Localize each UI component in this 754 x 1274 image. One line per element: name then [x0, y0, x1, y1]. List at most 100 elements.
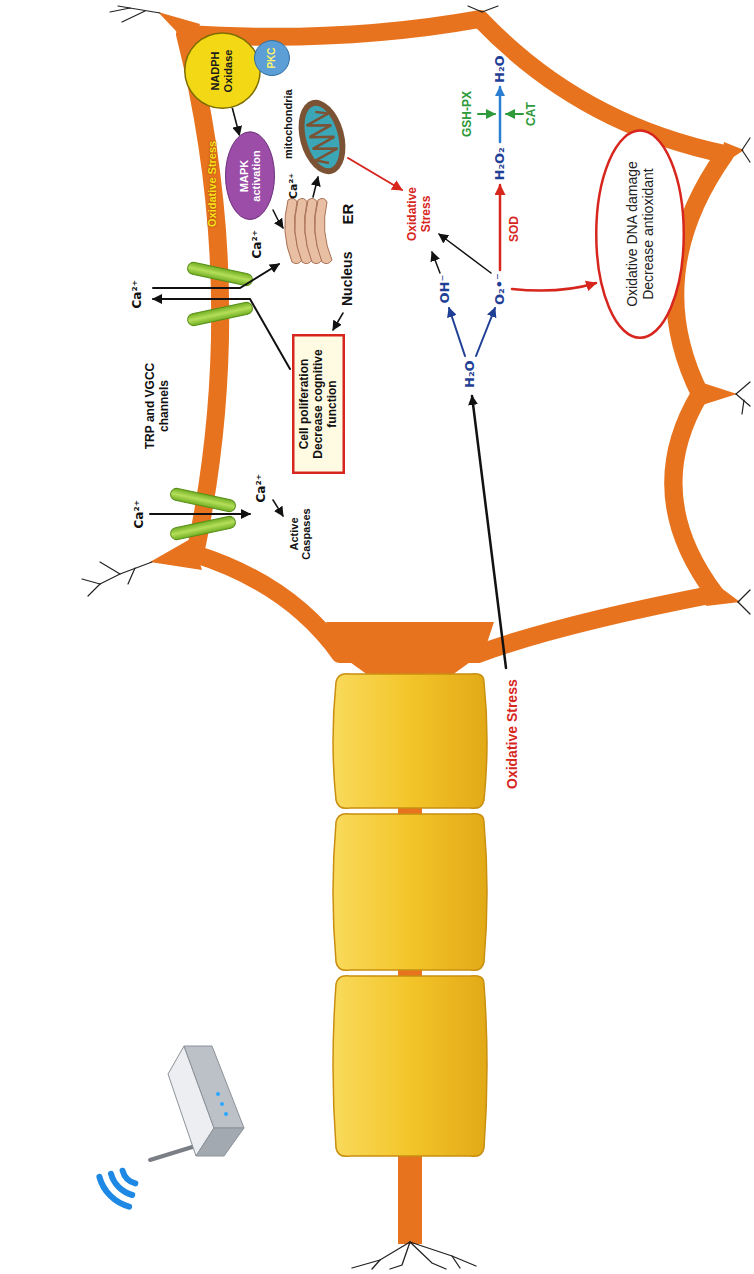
kinase-circle: PKC — [254, 40, 290, 76]
dendrite-branch — [738, 602, 750, 614]
ion-label: Ca²⁺ — [133, 500, 147, 529]
dendrite-spikes — [150, 10, 744, 606]
stress-label: Oxidative Stress — [504, 679, 520, 789]
ion-label: Ca²⁺ — [131, 280, 145, 309]
radical-arrow — [439, 234, 491, 273]
wifi-router — [99, 1046, 244, 1207]
node-shape — [226, 132, 275, 220]
axon-hillock — [326, 622, 494, 678]
effect-label: Active Caspases — [288, 503, 313, 565]
organelle-label: Nucleus — [339, 252, 355, 306]
organelle-label: mitochondria — [282, 89, 295, 159]
radical-arrow — [432, 252, 440, 273]
calcium-mito-arrow — [313, 177, 318, 197]
dendrite-branch — [482, 6, 498, 12]
dendrite — [720, 142, 744, 166]
node-outline — [184, 33, 261, 110]
cell-membrane — [185, 19, 725, 654]
terminal-branch — [352, 1242, 410, 1268]
router-front — [184, 1046, 244, 1128]
mito-cristae — [304, 109, 341, 166]
peroxide-arrow — [499, 87, 502, 142]
pathway-arrows — [150, 87, 596, 668]
calcium-influx-arrow — [150, 513, 250, 515]
ion-label: Ca²⁺ — [288, 173, 301, 199]
enzyme-arrow — [478, 113, 495, 115]
molecule-label: H₂O₂ — [493, 147, 508, 180]
channel-subunit — [186, 261, 253, 286]
dendrite-branch — [100, 562, 152, 584]
dendrite-branch — [128, 568, 135, 584]
router-led — [216, 1092, 220, 1096]
enzyme-label: GSH-PX — [461, 91, 475, 137]
dendrite-branch — [468, 6, 482, 12]
terminal-branch — [410, 1242, 476, 1266]
terminal-branch — [452, 1256, 460, 1268]
mapk-nucleus-arrow — [273, 210, 283, 228]
node-text: NADPH Oxidase — [209, 42, 234, 100]
dendrite-branch — [110, 8, 160, 13]
sod-arrow — [499, 185, 502, 270]
water-arrow — [476, 308, 495, 356]
molecule-label: H₂O — [463, 360, 478, 388]
dendrite-branch — [738, 590, 750, 602]
ion-label: Ca²⁺ — [251, 230, 265, 259]
wifi-wave — [99, 1177, 129, 1207]
membrane-label: Oxidative Stress — [206, 141, 219, 227]
dendrite-branch — [742, 138, 750, 150]
node-shape — [184, 33, 259, 108]
stress-label: Oxidative Stress — [406, 178, 434, 250]
enzyme-circle: NADPH Oxidase — [184, 33, 261, 110]
node-text: PKC — [266, 44, 278, 72]
channel-subunit — [169, 515, 236, 540]
router-side — [196, 1128, 244, 1156]
dendrite-branch — [736, 382, 750, 394]
dendrite — [150, 538, 202, 570]
myelin-segment — [333, 674, 487, 809]
node-shape — [293, 335, 344, 473]
nucleus-arrow — [333, 313, 343, 330]
dendrite — [696, 381, 737, 407]
organelle-label: ER — [339, 204, 356, 225]
dendrite — [706, 581, 740, 606]
dendrite — [464, 10, 496, 26]
channel-subunit — [169, 487, 236, 512]
mitochondrion-illustration — [291, 95, 353, 180]
dendrite-branch — [100, 562, 120, 574]
water-arrow — [449, 308, 465, 356]
er-illustration — [285, 198, 332, 263]
router-led — [220, 1102, 224, 1106]
dendrite-branch — [742, 400, 744, 414]
myelin-segment — [333, 814, 487, 971]
caspase-arrow — [273, 500, 283, 516]
mito-inner — [298, 102, 345, 172]
myelin-segment — [333, 976, 487, 1157]
wifi-wave — [111, 1174, 132, 1195]
node-outline — [225, 132, 275, 221]
channel-label: TRP and VGCC channels — [144, 350, 172, 462]
myelin-sheath — [333, 674, 487, 1157]
dendrite-branch — [122, 11, 145, 22]
calcium-efflux-arrow — [153, 299, 290, 369]
terminal-branch — [372, 1260, 380, 1269]
terminal-branch — [410, 1242, 446, 1269]
enzyme-label: CAT — [525, 102, 539, 126]
node-text: MAPK activation — [238, 145, 263, 207]
ion-channels — [169, 261, 253, 540]
node-text: Oxidative DNA damage Decrease antioxidan… — [624, 145, 656, 323]
channel-subunit — [186, 301, 253, 326]
ion-label: Ca²⁺ — [255, 474, 269, 503]
dendrite-branch — [82, 579, 100, 584]
outcome-oval: Oxidative DNA damage Decrease antioxidan… — [595, 129, 685, 339]
stress-input-arrow — [472, 396, 506, 668]
molecule-label: H₂O — [493, 55, 508, 83]
dna-damage-arrow — [512, 283, 596, 291]
pathway-ellipse: MAPK activation — [225, 132, 275, 221]
molecule-label: OH⁻ — [438, 275, 453, 304]
mito-outer — [291, 95, 353, 180]
calcium-influx-arrow — [153, 264, 279, 288]
enzyme-label: SOD — [508, 216, 522, 242]
axon-terminal — [352, 1242, 476, 1269]
dendrite-branch — [742, 150, 750, 162]
